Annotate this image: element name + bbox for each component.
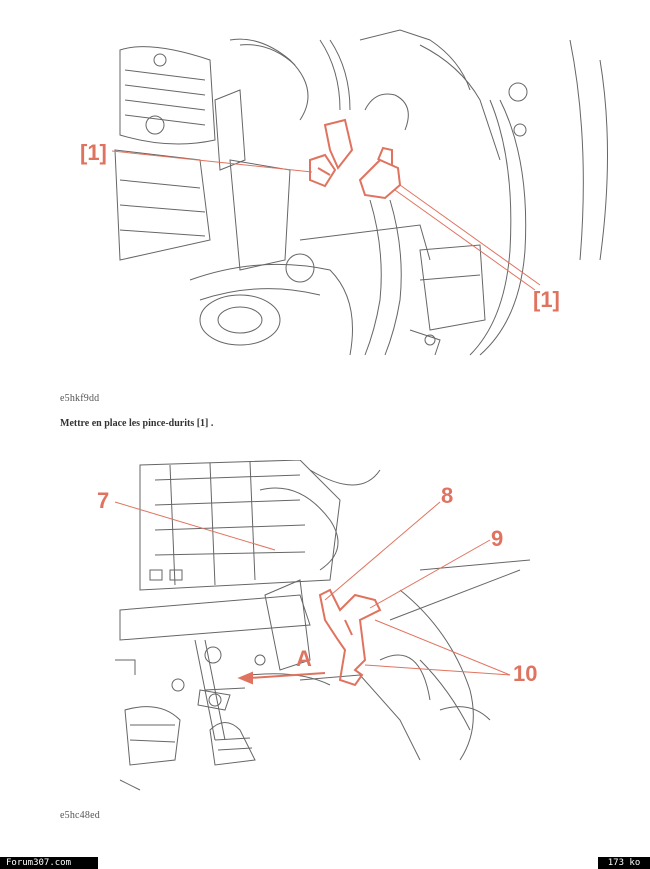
callout-10: 10 — [513, 661, 538, 686]
figure-1-caption: e5hkf9dd — [60, 393, 100, 404]
figure-1-engine-illustration — [111, 29, 608, 356]
callout-9: 9 — [491, 526, 504, 551]
callout-1-right: [1] — [533, 287, 560, 312]
callout-1-left: [1] — [80, 140, 107, 165]
footer-site-label: Forum307.com — [0, 857, 98, 869]
callout-A: A — [296, 646, 312, 671]
callout-7: 7 — [97, 488, 110, 513]
callout-8: 8 — [441, 483, 454, 508]
figure-2-caption: e5hc48ed — [60, 810, 100, 821]
instruction-text: Mettre en place les pince-durits [1] . — [60, 418, 214, 429]
footer-file-size: 173 ko — [598, 857, 650, 869]
figure-2-pedal-illustration — [114, 460, 531, 791]
